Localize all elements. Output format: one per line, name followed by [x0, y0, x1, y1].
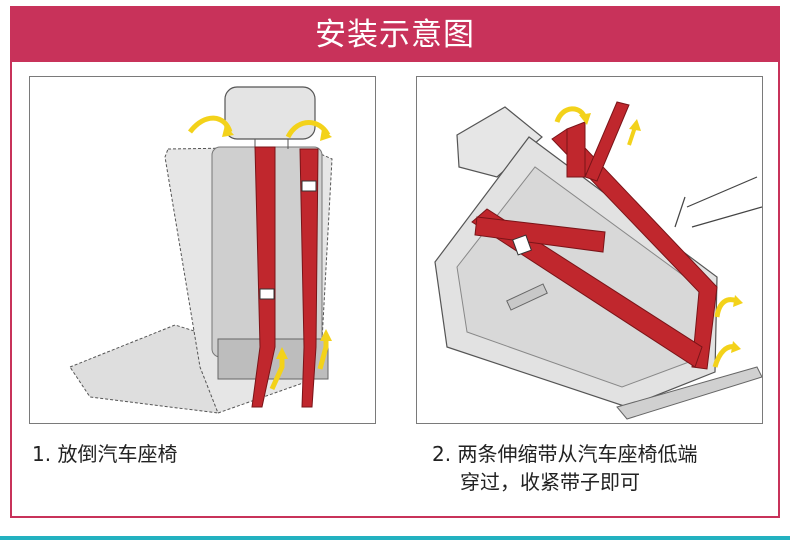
right-buckle	[301, 180, 317, 192]
top-strap-tail	[584, 101, 630, 182]
seat-handle	[506, 283, 548, 311]
step-2-caption-line-2: 穿过，收紧带子即可	[460, 470, 640, 494]
page-title: 安装示意图	[12, 8, 778, 62]
strap-buckle	[512, 234, 532, 256]
curved-arrow-icon	[188, 115, 233, 134]
straight-arrow-icon	[627, 126, 637, 146]
upright-seat-drawing	[69, 86, 333, 414]
bottom-divider	[0, 536, 790, 540]
headrest	[224, 86, 316, 140]
instruction-card: 安装示意图	[10, 6, 780, 518]
seat-base	[616, 366, 762, 420]
left-buckle	[259, 288, 275, 300]
step-2-illustration	[416, 76, 763, 424]
step-1-caption: 1. 放倒汽车座椅	[32, 442, 178, 466]
folded-seat-drawing	[434, 101, 762, 420]
step-2-caption: 2. 两条伸缩带从汽车座椅低端 穿过，收紧带子即可	[432, 440, 777, 496]
curved-arrow-icon	[285, 120, 331, 139]
cross-strap	[474, 216, 606, 253]
right-strap	[299, 148, 319, 408]
left-strap	[251, 146, 276, 408]
step-2-caption-line-1: 2. 两条伸缩带从汽车座椅低端	[432, 442, 698, 466]
step-1-illustration	[29, 76, 376, 424]
curved-arrow-icon	[317, 339, 329, 370]
top-strap-loop	[566, 121, 586, 178]
curved-arrow-icon	[269, 357, 285, 391]
